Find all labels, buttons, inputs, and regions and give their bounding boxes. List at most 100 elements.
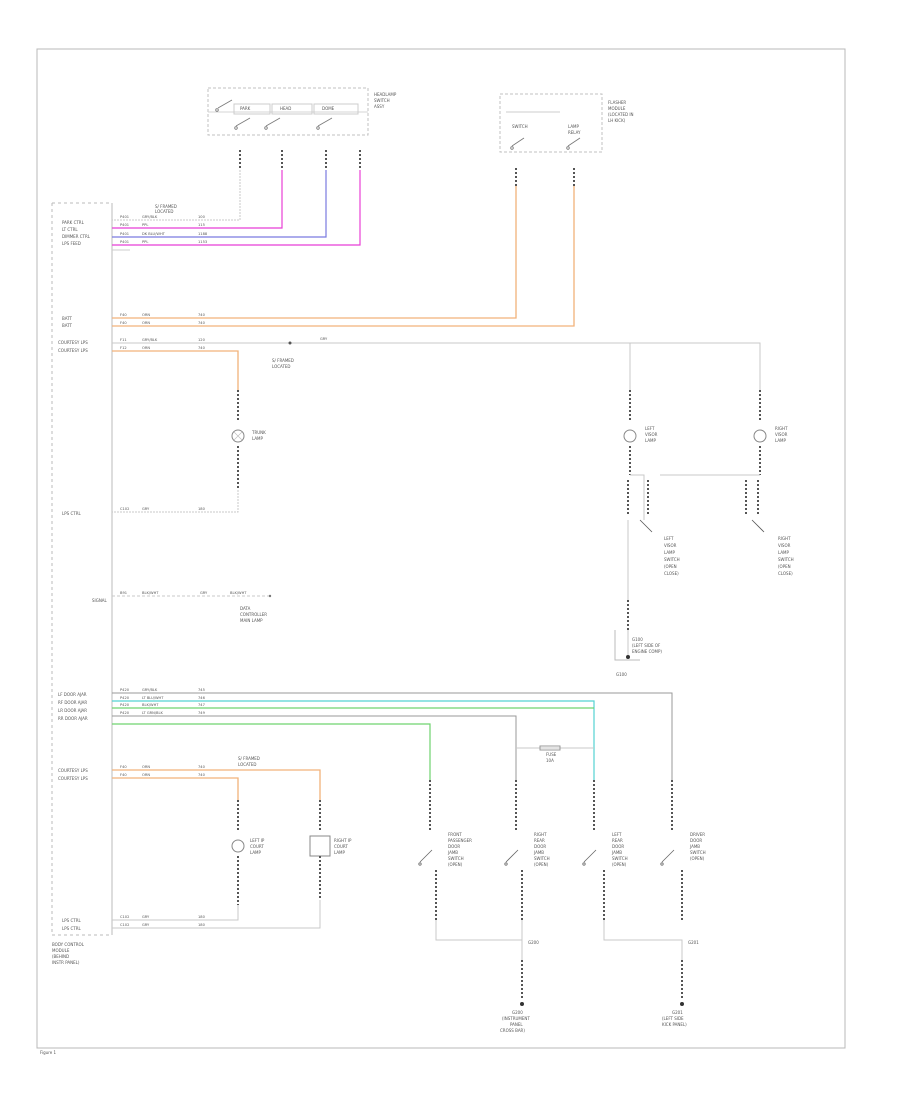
svg-text:ORN: ORN bbox=[142, 773, 150, 777]
door-switch-front-passenger-label: FRONT PASSENGER DOOR JAMB SWITCH (OPEN) bbox=[447, 832, 472, 867]
svg-text:GRY/BLK: GRY/BLK bbox=[142, 688, 158, 692]
bcm-pin-lps-ctrl-1: LPS CTRL bbox=[62, 511, 81, 516]
left-visor-lamp: LEFT VISOR LAMP bbox=[623, 390, 658, 475]
svg-text:SWITCH: SWITCH bbox=[534, 856, 550, 861]
svg-text:P420: P420 bbox=[120, 711, 130, 715]
svg-text:COURT: COURT bbox=[250, 844, 264, 849]
svg-text:P401: P401 bbox=[120, 240, 129, 244]
svg-text:P401: P401 bbox=[120, 223, 129, 227]
bcm-pin-lps-feed: LPS FEED bbox=[62, 241, 81, 246]
svg-text:PASSENGER: PASSENGER bbox=[448, 838, 472, 843]
bcm-pin-park-ctrl: PARK CTRL bbox=[62, 220, 85, 225]
svg-text:FRONT: FRONT bbox=[448, 832, 462, 837]
right-visor-switch-label: RIGHT VISOR LAMP SWITCH (OPEN CLOSE) bbox=[778, 536, 794, 576]
svg-text:C102: C102 bbox=[120, 923, 129, 927]
svg-text:CROSS BAR): CROSS BAR) bbox=[500, 1028, 525, 1033]
svg-text:G201: G201 bbox=[672, 1010, 683, 1015]
visor-switches bbox=[627, 474, 765, 533]
svg-text:100: 100 bbox=[198, 215, 206, 219]
svg-text:PPL: PPL bbox=[142, 240, 148, 244]
svg-text:115: 115 bbox=[198, 223, 205, 227]
svg-text:CLOSE): CLOSE) bbox=[778, 571, 793, 576]
svg-text:DOOR: DOOR bbox=[690, 838, 702, 843]
svg-text:747: 747 bbox=[198, 703, 205, 707]
lps-ctrl-bottom-wires bbox=[112, 900, 321, 929]
svg-text:BLK/WHT: BLK/WHT bbox=[142, 703, 159, 707]
svg-text:GRY: GRY bbox=[142, 507, 150, 511]
svg-text:VISOR: VISOR bbox=[664, 543, 677, 548]
door-switch-left-rear-label: LEFT REAR DOOR JAMB SWITCH (OPEN) bbox=[611, 832, 628, 867]
headlamp-switch-title-1: HEADLAMP bbox=[374, 92, 397, 97]
svg-text:P401: P401 bbox=[120, 232, 129, 236]
bcm-title: BODY CONTROL MODULE (BEHIND INSTR PANEL) bbox=[52, 942, 85, 965]
svg-text:JAMB: JAMB bbox=[447, 850, 458, 855]
bcm-door-pins: LF DOOR AJAR RF DOOR AJAR LR DOOR AJAR R… bbox=[58, 692, 88, 721]
svg-text:FUSE: FUSE bbox=[546, 752, 557, 757]
svg-text:LAMP: LAMP bbox=[334, 850, 346, 855]
ground-g100: G100 (LEFT SIDE OF ENGINE COMP) G100 bbox=[614, 520, 662, 677]
door-switch-right-rear-label: RIGHT REAR DOOR JAMB SWITCH (OPEN) bbox=[533, 832, 550, 867]
svg-text:G200: G200 bbox=[528, 940, 539, 945]
svg-text:1153: 1153 bbox=[198, 240, 207, 244]
svg-text:LEFT IP: LEFT IP bbox=[250, 838, 265, 843]
svg-text:REAR: REAR bbox=[534, 838, 545, 843]
svg-text:DOOR: DOOR bbox=[534, 844, 546, 849]
svg-text:(OPEN: (OPEN bbox=[664, 564, 677, 569]
svg-text:LOCATED: LOCATED bbox=[272, 364, 291, 369]
flasher-title-4: LH KICK) bbox=[608, 118, 626, 123]
svg-text:LEFT: LEFT bbox=[664, 536, 674, 541]
svg-text:G201: G201 bbox=[688, 940, 699, 945]
svg-text:P420: P420 bbox=[120, 696, 130, 700]
door-switch-driver-label: DRIVER DOOR JAMB SWITCH (OPEN) bbox=[689, 832, 706, 861]
batt-wires bbox=[112, 186, 761, 390]
svg-text:G200: G200 bbox=[512, 1010, 523, 1015]
svg-text:GRY/BLK: GRY/BLK bbox=[142, 338, 158, 342]
svg-text:DOOR: DOOR bbox=[448, 844, 460, 849]
bcm-pin-dimmer-ctrl: DIMMER CTRL bbox=[62, 234, 91, 239]
svg-text:VISOR: VISOR bbox=[775, 432, 788, 437]
bcm-left-bar bbox=[51, 202, 113, 936]
headlamp-switch-title-3: ASSY bbox=[374, 104, 385, 109]
trunk-ctrl-wire bbox=[112, 490, 239, 513]
flasher-title-1: FLASHER bbox=[608, 100, 626, 105]
svg-text:GRY/BLK: GRY/BLK bbox=[142, 215, 158, 219]
svg-text:JAMB: JAMB bbox=[533, 850, 544, 855]
fuse-label: FUSE 10A bbox=[539, 745, 561, 763]
svg-text:(INSTRUMENT: (INSTRUMENT bbox=[502, 1016, 530, 1021]
svg-text:120: 120 bbox=[198, 338, 206, 342]
svg-text:GRY: GRY bbox=[200, 591, 208, 595]
svg-text:GRY: GRY bbox=[142, 923, 150, 927]
svg-text:F40: F40 bbox=[120, 773, 127, 777]
bcm-pin-lr-door: LR DOOR AJAR bbox=[58, 708, 87, 713]
svg-text:F12: F12 bbox=[120, 346, 127, 350]
svg-text:F11: F11 bbox=[120, 338, 127, 342]
svg-text:P401: P401 bbox=[120, 215, 129, 219]
svg-text:JAMB: JAMB bbox=[689, 844, 700, 849]
svg-text:LAMP: LAMP bbox=[775, 438, 787, 443]
svg-text:DRIVER: DRIVER bbox=[690, 832, 705, 837]
bcm-pin-lf-door: LF DOOR AJAR bbox=[58, 692, 87, 697]
svg-text:740: 740 bbox=[198, 773, 206, 777]
bcm-pin-rf-door: RF DOOR AJAR bbox=[58, 700, 87, 705]
svg-text:DOOR: DOOR bbox=[612, 844, 624, 849]
svg-text:LEFT: LEFT bbox=[645, 426, 655, 431]
left-visor-switch-label: LEFT VISOR LAMP SWITCH (OPEN CLOSE) bbox=[664, 536, 680, 576]
headlamp-switch-title-2: SWITCH bbox=[374, 98, 390, 103]
svg-text:S/ FRAMED: S/ FRAMED bbox=[272, 358, 294, 363]
svg-text:LEFT: LEFT bbox=[612, 832, 622, 837]
flasher-cell-2: LAMP bbox=[568, 124, 580, 129]
door-jamb-switches bbox=[418, 780, 684, 1006]
svg-text:RIGHT: RIGHT bbox=[778, 536, 791, 541]
svg-text:C102: C102 bbox=[120, 915, 129, 919]
svg-text:C102: C102 bbox=[120, 507, 129, 511]
trunk-lamp-label-1: TRUNK bbox=[251, 430, 266, 435]
flasher-title-2: MODULE bbox=[608, 106, 626, 111]
svg-text:740: 740 bbox=[198, 321, 206, 325]
ground-g201: G201 G201 (LEFT SIDE KICK PANEL) bbox=[662, 940, 699, 1027]
svg-text:CLOSE): CLOSE) bbox=[664, 571, 679, 576]
splice-top-label: S/ FRAMED LOCATED bbox=[155, 204, 177, 214]
bcm-top-pins: PARK CTRL LT CTRL DIMMER CTRL LPS FEED bbox=[62, 220, 91, 246]
